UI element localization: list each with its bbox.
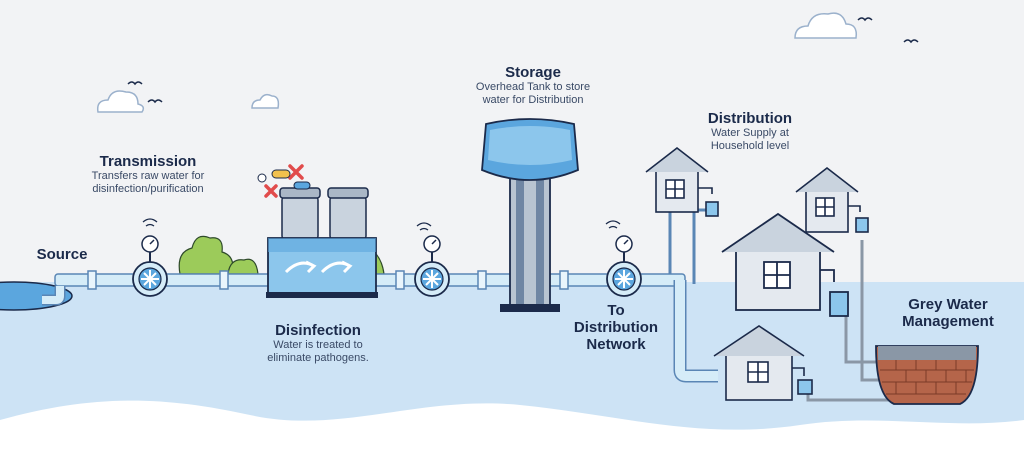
- disinfection-desc-line2: eliminate pathogens.: [267, 352, 369, 364]
- disinfection-title: Disinfection: [275, 322, 361, 339]
- cloud-icon: [794, 12, 858, 39]
- disinfection-label: Disinfection Water is treated to elimina…: [238, 322, 398, 365]
- storage-title: Storage: [505, 64, 561, 81]
- treatment-tank: [266, 187, 378, 298]
- storage-label: Storage Overhead Tank to store water for…: [450, 64, 616, 107]
- germ-icon: [257, 169, 311, 190]
- to-network-line2: Distribution: [573, 319, 659, 336]
- storage-desc-line1: Overhead Tank to store: [475, 81, 591, 93]
- disinfection-desc-line1: Water is treated to: [273, 339, 363, 351]
- pump-meter-icon: [605, 220, 642, 297]
- cloud-icon: [96, 90, 145, 113]
- distribution-desc-line2: Household level: [710, 140, 790, 152]
- pump-meter-icon: [132, 218, 168, 297]
- birds-icon: [127, 17, 919, 104]
- to-network-line1: To: [607, 302, 625, 319]
- water-tower: [481, 118, 579, 312]
- source-title: Source: [36, 246, 88, 263]
- source-label: Source: [22, 246, 102, 263]
- grey-water-pit: [875, 345, 979, 405]
- transmission-label: Transmission Transfers raw water for dis…: [58, 153, 238, 196]
- transmission-title: Transmission: [99, 153, 197, 170]
- house-icon: [645, 146, 719, 217]
- grey-water-line1: Grey Water: [908, 296, 988, 313]
- pump-meter-icon: [414, 222, 450, 297]
- grey-water-line2: Management: [902, 313, 994, 330]
- house-icon: [713, 325, 813, 401]
- house-icon: [721, 212, 849, 317]
- transmission-desc-line1: Transfers raw water for: [91, 170, 205, 182]
- grey-water-drain: [844, 312, 880, 364]
- to-network-line3: Network: [586, 336, 646, 353]
- pathogen-removed-icon: [264, 164, 304, 198]
- to-network-label: To Distribution Network: [556, 302, 676, 353]
- storage-desc-line2: water for Distribution: [482, 94, 584, 106]
- transmission-desc-line2: disinfection/purification: [92, 183, 204, 195]
- grey-water-label: Grey Water Management: [880, 296, 1016, 330]
- wave-foreground: [0, 400, 1024, 466]
- distribution-title: Distribution: [707, 110, 793, 127]
- cloud-icon: [251, 93, 280, 109]
- distribution-desc-line1: Water Supply at: [711, 127, 789, 139]
- house-icon: [795, 166, 869, 233]
- distribution-label: Distribution Water Supply at Household l…: [680, 110, 820, 153]
